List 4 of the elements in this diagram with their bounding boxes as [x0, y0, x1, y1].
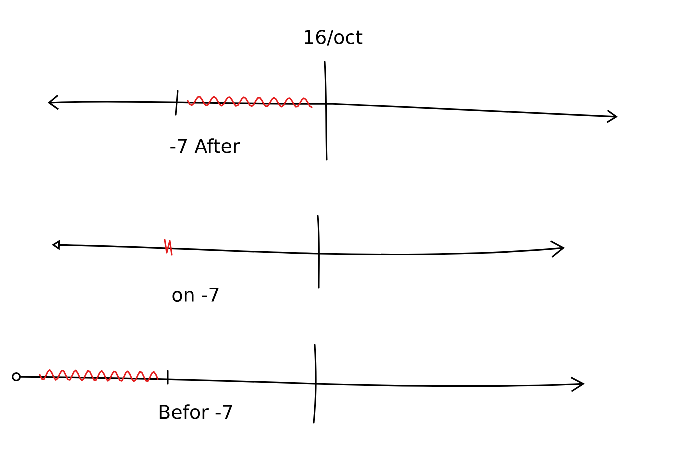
range-label: on -7: [172, 288, 219, 302]
date-label: 16/oct: [305, 30, 363, 46]
range-label: -7 After: [170, 138, 240, 154]
range-label: Befor -7: [160, 404, 232, 420]
